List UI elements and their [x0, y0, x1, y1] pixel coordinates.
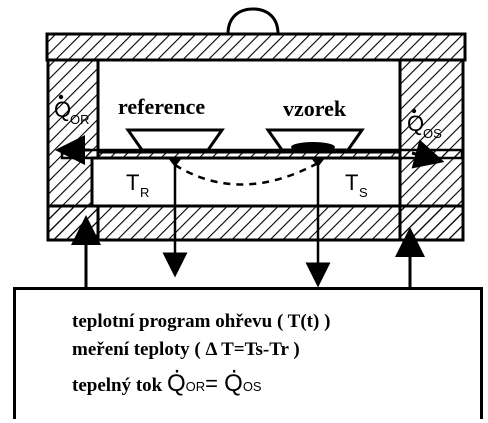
- qos-dot-legend: ·: [230, 357, 239, 384]
- reference-crucible: [125, 128, 225, 152]
- base: [46, 204, 465, 242]
- qor-dot: [58, 94, 64, 100]
- legend-qor-sub: OR: [185, 379, 206, 394]
- heat-path-dashed: [174, 161, 319, 186]
- lid-knob: [226, 7, 280, 36]
- legend-equals: =: [205, 371, 225, 396]
- legend-line-heating-program: teplotní program ohřevu ( T(t) ): [72, 311, 331, 332]
- label-ts: T: [345, 170, 358, 195]
- legend-qor: Q·: [167, 357, 186, 398]
- label-qos-sub: OS: [423, 126, 442, 141]
- legend-line-heat-flow: tepelný tok Q·OR= Q·OS: [72, 357, 262, 398]
- delta-symbol: Δ: [205, 339, 217, 360]
- lid-top: [45, 32, 467, 62]
- label-tr: T: [126, 170, 139, 195]
- legend-line2-end: T=Ts-Tr ): [216, 339, 300, 360]
- qos-arrow: [411, 139, 445, 169]
- legend-line2-start: meření teploty (: [72, 339, 206, 360]
- legend-qos: Q·: [224, 357, 243, 398]
- label-sample: vzorek: [283, 96, 347, 121]
- legend-line-temperature-measurement: meření teploty ( Δ T=Ts-Tr ): [72, 339, 300, 361]
- label-qor-sub: OR: [70, 112, 90, 127]
- legend-qos-sub: OS: [242, 379, 262, 394]
- sample-material: [291, 142, 335, 152]
- qos-dot: [411, 108, 417, 114]
- label-ts-sub: S: [359, 185, 368, 200]
- label-qos: Q: [407, 111, 424, 136]
- label-reference: reference: [118, 94, 205, 119]
- legend-box: teplotní program ohřevu ( T(t) ) meření …: [13, 287, 483, 419]
- legend-line3-start: tepelný tok: [72, 375, 167, 396]
- label-qor: Q: [54, 97, 71, 122]
- qor-dot-legend: ·: [173, 357, 181, 384]
- label-tr-sub: R: [140, 185, 149, 200]
- sample-crucible: [265, 128, 365, 152]
